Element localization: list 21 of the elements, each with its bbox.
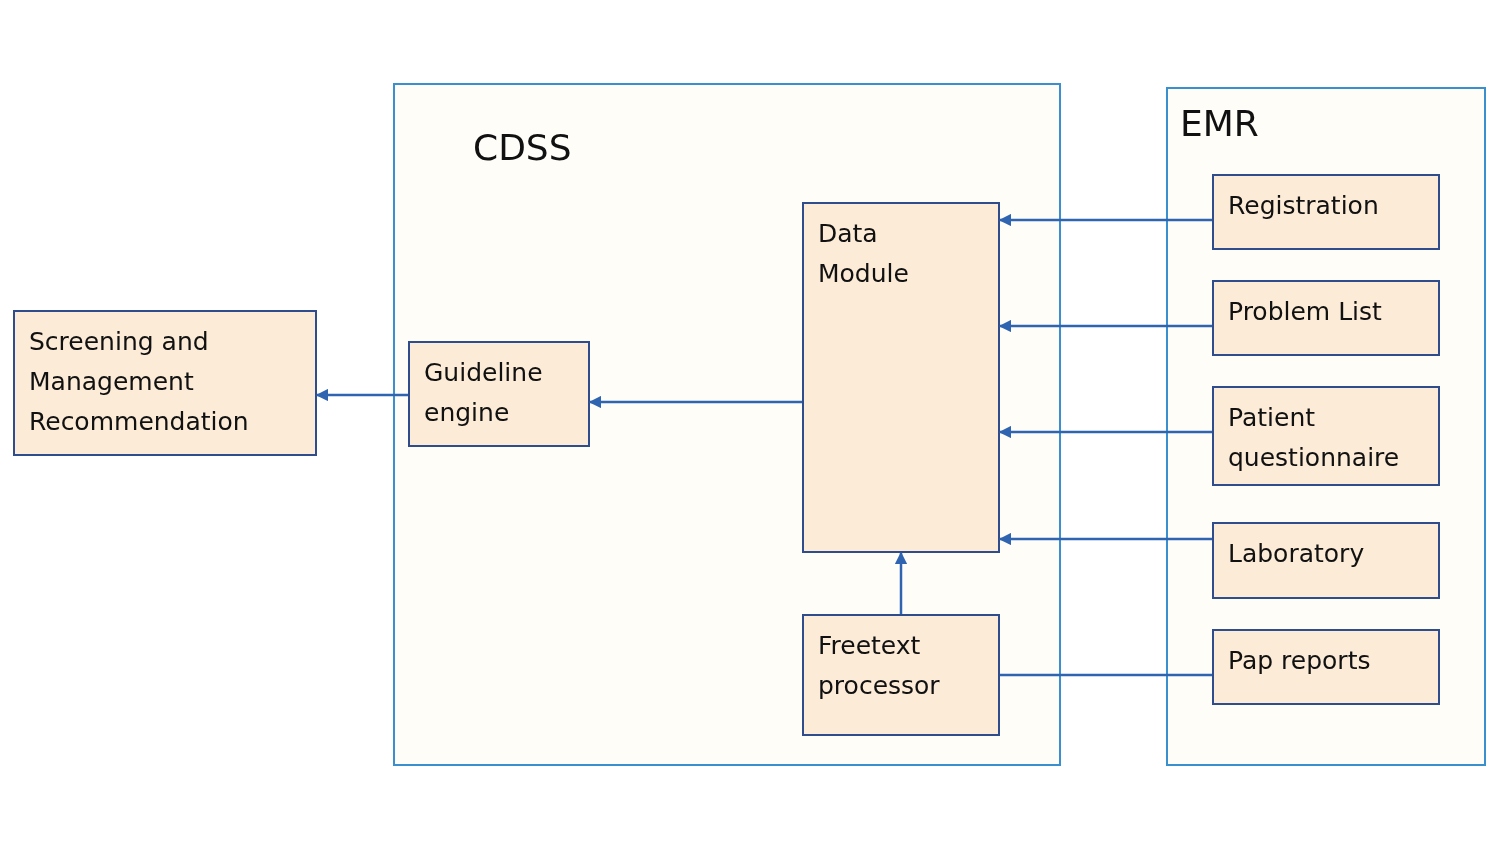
module-box: Patient questionnaire xyxy=(1212,386,1440,486)
module-box: Laboratory xyxy=(1212,522,1440,599)
arrow xyxy=(998,425,1212,439)
arrow xyxy=(998,532,1212,546)
arrow xyxy=(998,319,1212,333)
arrow xyxy=(894,551,908,614)
system-panel xyxy=(393,83,1061,766)
module-box: Screening and Management Recommendation xyxy=(13,310,317,456)
arrow xyxy=(588,395,802,409)
arrow xyxy=(315,388,408,402)
system-panel xyxy=(1166,87,1486,766)
module-box: Guideline engine xyxy=(408,341,590,447)
module-box: Freetext processor xyxy=(802,614,1000,736)
module-box: Registration xyxy=(1212,174,1440,250)
connector-line xyxy=(1000,673,1212,677)
module-box: Data Module xyxy=(802,202,1000,553)
arrow xyxy=(998,213,1212,227)
panel-title: CDSS xyxy=(473,127,572,168)
module-box: Problem List xyxy=(1212,280,1440,356)
module-box: Pap reports xyxy=(1212,629,1440,705)
panel-title: EMR xyxy=(1180,103,1259,144)
